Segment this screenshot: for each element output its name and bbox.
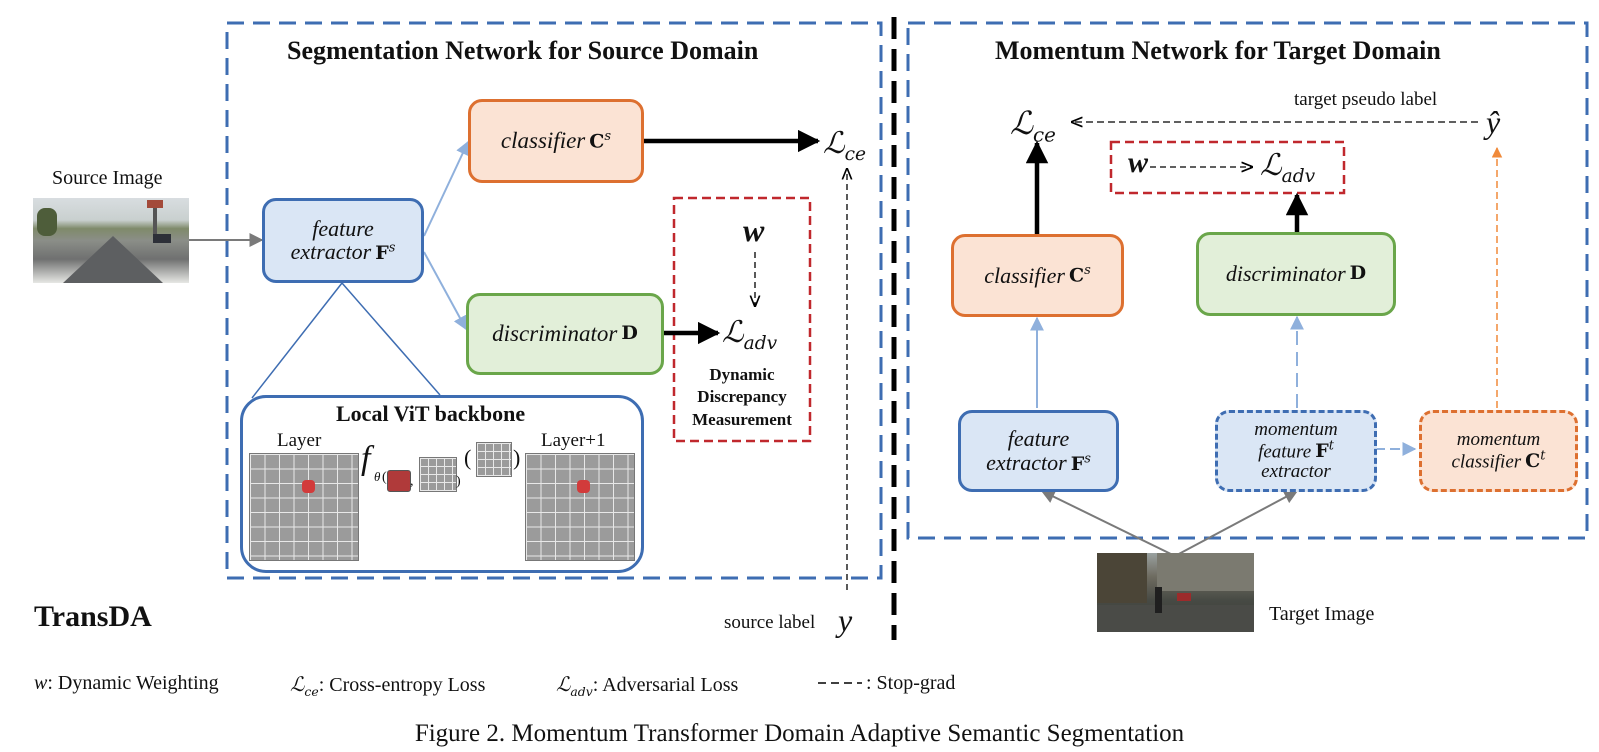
t-classifier-symbol: Cs <box>1068 263 1091 287</box>
fe-to-discriminator-arrow <box>423 251 467 331</box>
target-loss-ce: ℒce <box>1010 104 1056 147</box>
mc-label-2: classifier <box>1451 451 1522 473</box>
legend-adv: ℒadv: Adversarial Loss <box>556 672 739 699</box>
mfe-label-1: momentum <box>1254 418 1338 440</box>
global-patch-icon <box>476 442 512 477</box>
t-fe-symbol: Fs <box>1070 451 1091 475</box>
car-shape <box>153 234 171 243</box>
legend-stopgrad: : Stop-grad <box>866 672 956 694</box>
layer-patch-grid <box>249 453 359 561</box>
target-y-hat: ŷ <box>1486 104 1501 140</box>
backbone-title: Local ViT backbone <box>336 401 526 426</box>
args-open-paren: ( <box>382 470 387 485</box>
target-image-label: Target Image <box>1269 603 1375 625</box>
pseudo-label-text: target pseudo label <box>1294 89 1438 110</box>
fe-label-2: extractor <box>290 239 372 265</box>
mc-label-1: momentum <box>1456 428 1541 450</box>
figure-caption: Figure 2. Momentum Transformer Domain Ad… <box>414 720 1185 747</box>
target-weight-symbol: w <box>1128 146 1149 179</box>
layer-next-highlight-patch <box>577 480 590 493</box>
layer-next-patch-grid <box>525 453 635 561</box>
ddm-text: Dynamic Discrepancy Measurement <box>674 364 810 431</box>
red-car <box>1177 593 1191 601</box>
layer-highlight-patch <box>302 480 315 493</box>
legend-weighting: w: Dynamic Weighting <box>34 672 219 694</box>
source-label-symbol: y <box>838 602 853 638</box>
t-discriminator-label: discriminator <box>1225 261 1346 287</box>
fe-to-classifier-arrow <box>423 140 469 237</box>
source-loss-adv: ℒadv <box>722 315 778 354</box>
source-image <box>33 198 189 283</box>
classifier-label: classifier <box>500 127 586 153</box>
target-panel-frame <box>906 21 1589 540</box>
street-pole <box>153 200 157 236</box>
fe-label-1: feature <box>312 215 374 241</box>
building-right <box>1157 553 1254 591</box>
source-panel-frame <box>225 21 883 580</box>
t-discriminator-symbol: D <box>1349 262 1367 285</box>
street-surface <box>1097 605 1254 632</box>
target-to-mfe-arrow <box>1174 490 1299 557</box>
global-open-paren: ( <box>464 445 472 470</box>
source-image-label: Source Image <box>52 167 163 189</box>
source-label-text: source label <box>724 612 816 633</box>
ddm-line-1: Dynamic <box>709 365 775 384</box>
discriminator-symbol: D <box>621 322 638 345</box>
local-function: f <box>361 440 371 477</box>
target-to-fe-arrow <box>1040 490 1176 557</box>
mfe-symbol: Ft <box>1315 438 1334 463</box>
backbone-link-right <box>341 282 441 396</box>
ddm-line-2: Discrepancy <box>697 387 787 407</box>
neighbor-patch-icon <box>419 457 457 492</box>
tree-shape <box>37 208 57 236</box>
legend-ce: ℒce: Cross-entropy Loss <box>290 672 486 699</box>
mfe-label-2: feature <box>1258 441 1312 463</box>
backbone-link-left <box>251 282 343 399</box>
query-patch-icon <box>387 470 411 492</box>
sign-board <box>147 200 163 208</box>
target-panel-title: Momentum Network for Target Domain <box>995 36 1441 65</box>
local-function-sub: θ <box>374 469 381 484</box>
source-panel-title: Segmentation Network for Source Domain <box>287 36 759 65</box>
t-fe-label-2: extractor <box>986 449 1067 475</box>
mc-symbol: Ct <box>1525 448 1546 473</box>
classifier-symbol: Cs <box>589 128 612 153</box>
ddm-line-3: Measurement <box>692 409 792 429</box>
discriminator-label: discriminator <box>492 320 618 346</box>
layer-next-label: Layer+1 <box>541 430 606 451</box>
t-classifier-label: classifier <box>984 262 1065 288</box>
source-loss-ce: ℒce <box>823 126 867 165</box>
road-shape <box>63 236 163 283</box>
global-close-paren: ) <box>513 445 521 470</box>
args-close-paren: ) <box>456 474 461 489</box>
source-weight-symbol: w <box>743 212 765 248</box>
target-adv-frame <box>1109 140 1346 195</box>
args-comma: , <box>410 474 414 489</box>
ddm-frame <box>672 196 812 443</box>
mfe-label-3: extractor <box>1261 461 1331 483</box>
fe-symbol: Fs <box>375 240 396 265</box>
t-fe-label-1: feature <box>1007 426 1070 452</box>
building-left <box>1097 553 1147 603</box>
figure-title: TransDA <box>34 600 152 633</box>
target-loss-adv: ℒadv <box>1260 148 1316 187</box>
pedestrian <box>1155 587 1162 613</box>
target-image <box>1097 553 1254 632</box>
layer-label: Layer <box>277 430 322 451</box>
